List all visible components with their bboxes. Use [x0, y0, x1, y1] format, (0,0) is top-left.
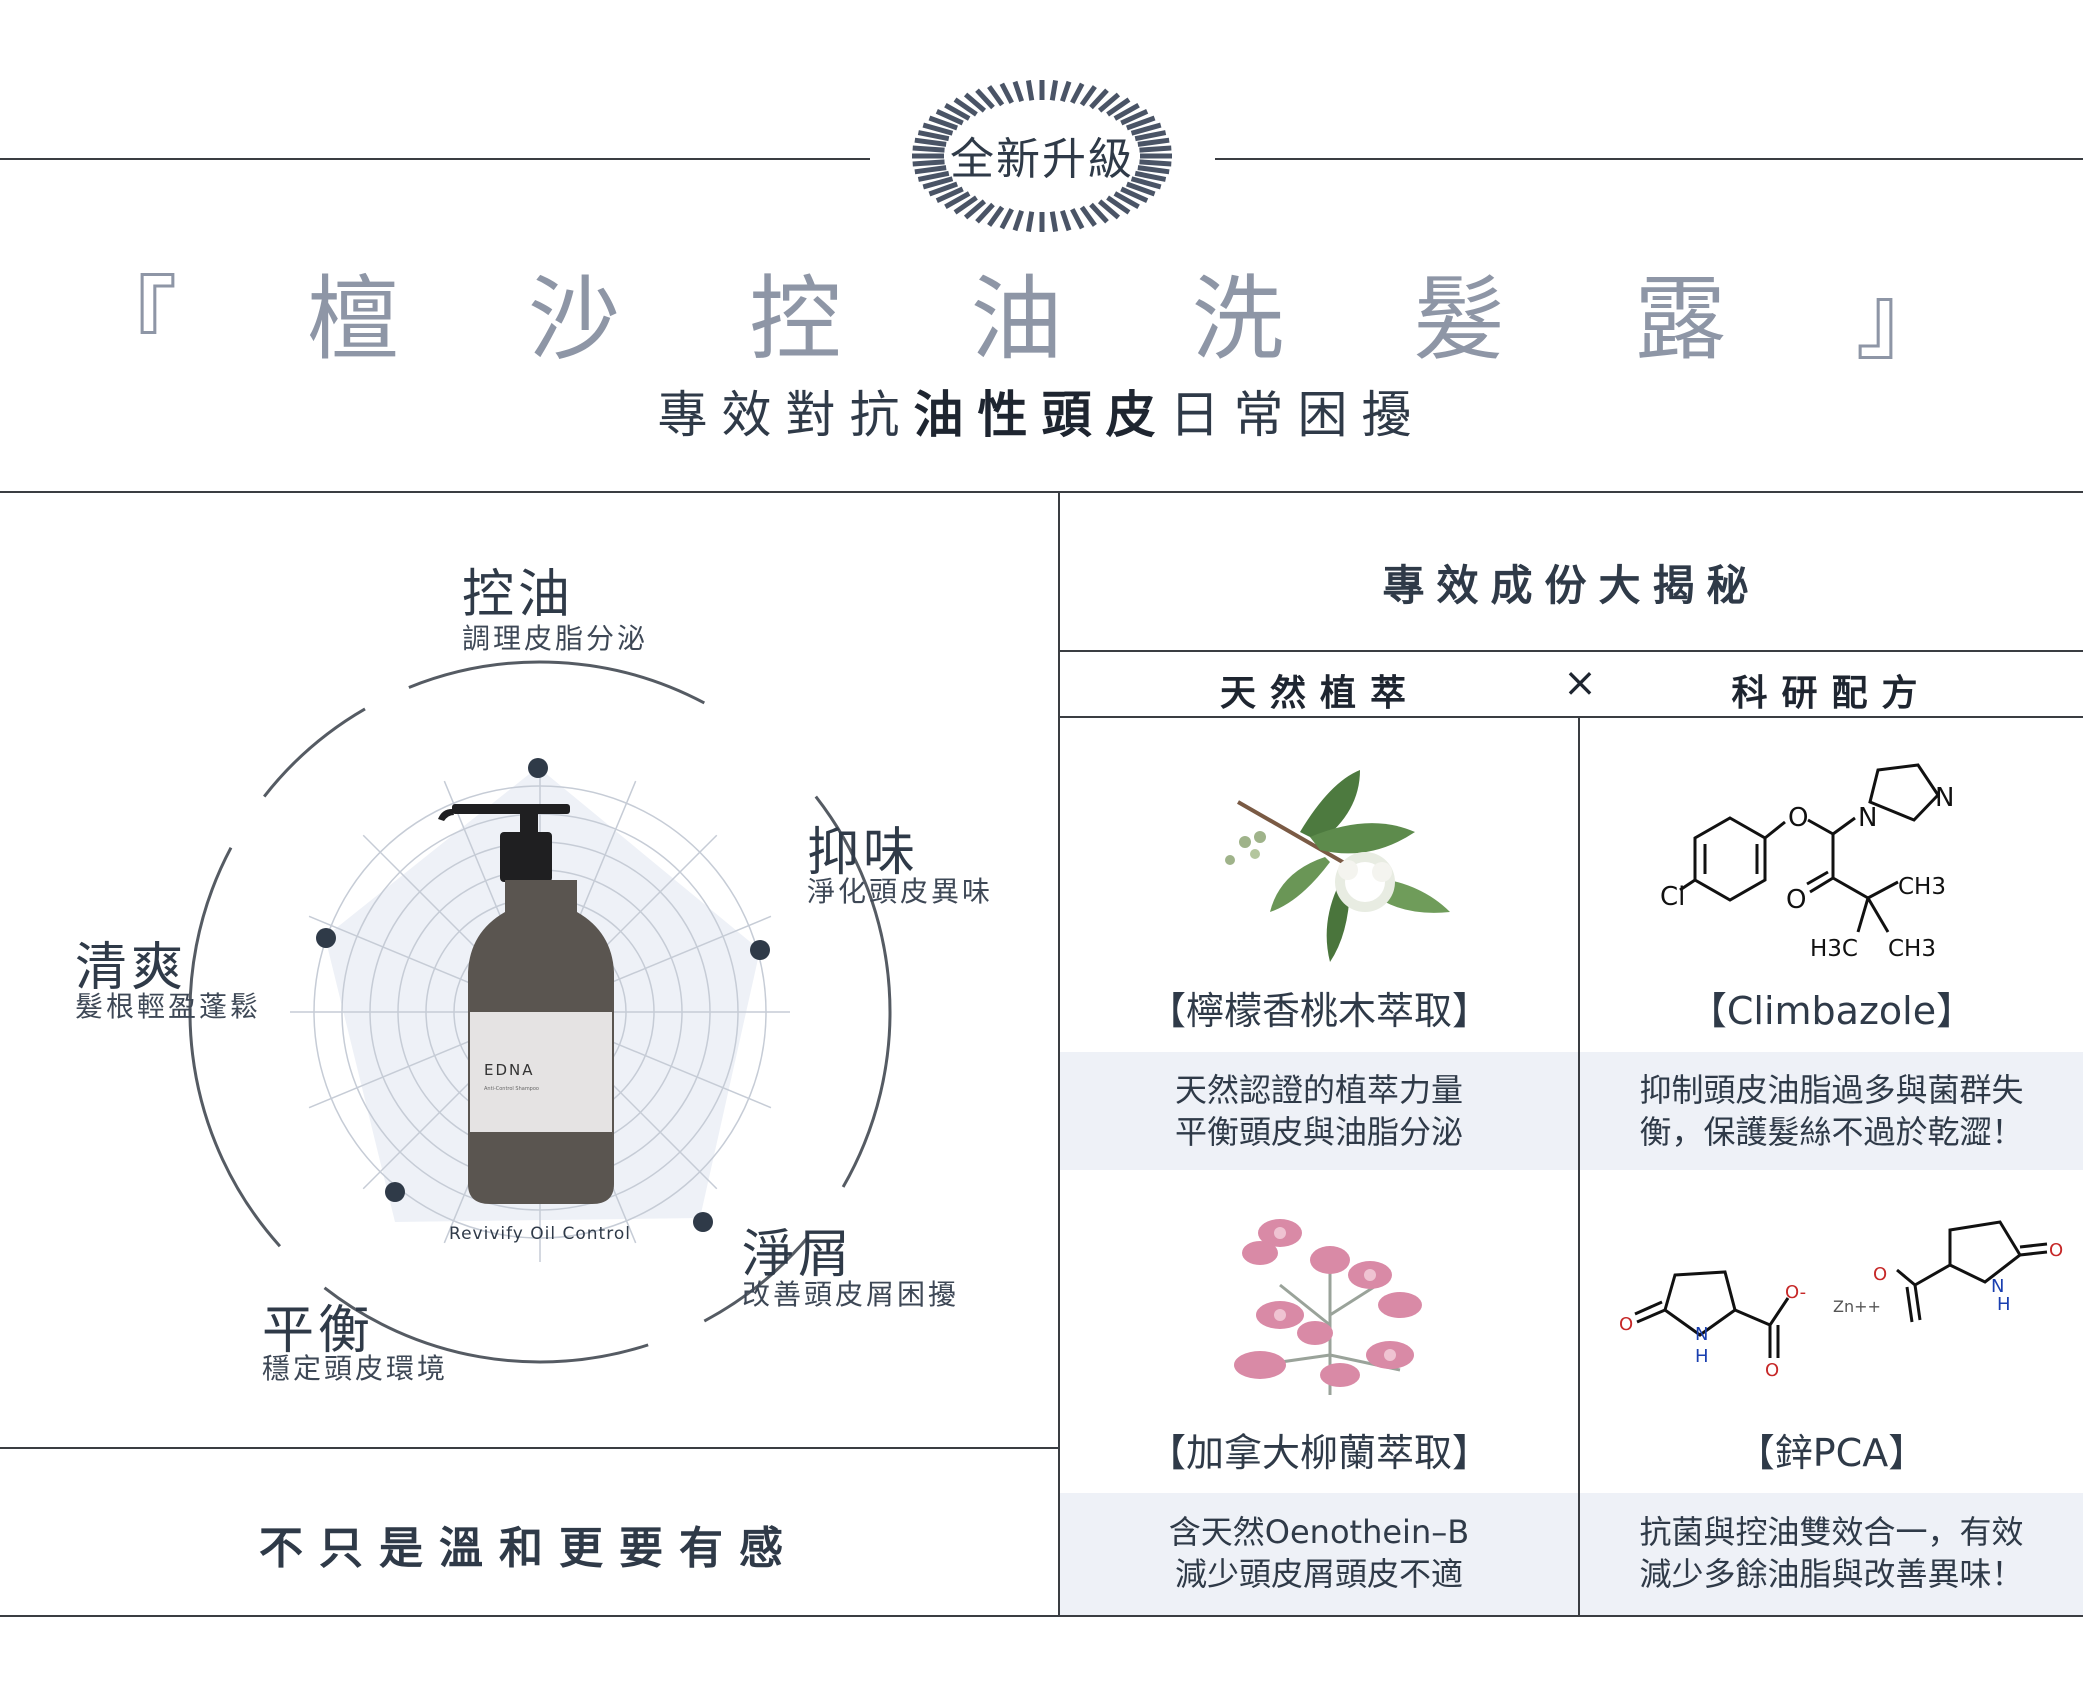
shampoo-bottle	[438, 804, 614, 1204]
ingredient-name-zinc-pca: 【鋅PCA】	[1736, 1431, 1927, 1475]
benefit-sub-deodorize: 淨化頭皮異味	[807, 875, 994, 908]
ingredients-head-bottom-rule	[1060, 716, 2083, 718]
page-subtitle: 專效對抗油性頭皮日常困擾	[657, 386, 1426, 444]
zpca-o-left: O	[1619, 1314, 1633, 1335]
benefit-sub-anti-dandruff: 改善頭皮屑困擾	[742, 1278, 960, 1311]
climbazole-h3c: H3C	[1810, 936, 1858, 962]
bottle-line: Anti-Control Shampoo	[484, 1086, 539, 1092]
benefit-sub-balance: 穩定頭皮環境	[262, 1352, 449, 1385]
ingredients-title: 專效成份大揭秘	[1382, 561, 1761, 610]
zpca-o-chain: O	[1873, 1264, 1887, 1285]
col-head-science: 科研配方	[1731, 673, 1932, 714]
zinc-pca-structure-icon: O N H O- O Zn++ O N H O	[1619, 1220, 2063, 1380]
desc-band-row1	[1060, 1052, 2083, 1170]
band-divider-2	[1578, 1493, 1580, 1615]
bottle-brand: EDNA	[484, 1061, 535, 1079]
ingredient-name-fireweed: 【加拿大柳蘭萃取】	[1147, 1431, 1490, 1475]
benefit-title-deodorize: 抑味	[807, 823, 920, 883]
lemon-myrtle-icon	[1225, 770, 1450, 962]
badge-label: 全新升級	[950, 134, 1134, 185]
climbazole-ch3a: CH3	[1898, 874, 1946, 900]
radar-dot-bottom-left	[385, 1182, 405, 1202]
ingredients-head-top-rule	[1060, 650, 2083, 652]
product-caption: Revivify Oil Control	[449, 1224, 631, 1244]
zpca-o-minus: O-	[1785, 1282, 1806, 1303]
left-bottom-rule	[0, 1447, 1058, 1449]
climbazole-o2: O	[1786, 885, 1806, 915]
ingredient-name-lemon-myrtle: 【檸檬香桃木萃取】	[1147, 989, 1490, 1033]
badge-sunburst-icon	[912, 80, 1172, 232]
benefit-sub-refresh: 髮根輕盈蓬鬆	[75, 990, 262, 1023]
benefit-title-balance: 平衡	[262, 1301, 375, 1361]
header-rule-left	[0, 158, 870, 160]
radar-dot-bottom-right	[693, 1212, 713, 1232]
col-head-natural: 天然植萃	[1219, 673, 1420, 714]
ingredient-desc-lemon-myrtle: 天然認證的植萃力量平衡頭皮與油脂分泌	[1174, 1071, 1463, 1151]
header-rule-right	[1215, 158, 2083, 160]
section-bottom-rule	[0, 1615, 2083, 1617]
climbazole-ch3b: CH3	[1888, 936, 1936, 962]
benefit-sub-oil-control: 調理皮脂分泌	[462, 622, 649, 655]
zpca-n2: N	[1991, 1276, 2004, 1297]
climbazole-cl: Cl	[1660, 882, 1685, 912]
ingredient-desc-climbazole: 抑制頭皮油脂過多與菌群失衡，保護髮絲不過於乾澀！	[1639, 1071, 2024, 1151]
climbazole-o1: O	[1788, 803, 1808, 833]
fireweed-icon	[1234, 1219, 1422, 1395]
zpca-n1: N	[1695, 1324, 1708, 1345]
climbazole-n1: N	[1858, 803, 1877, 833]
radar-chart: EDNA Anti-Control Shampoo Revivify Oil C…	[188, 660, 892, 1364]
radar-dot-left	[316, 928, 336, 948]
radar-dot-right	[750, 940, 770, 960]
page-title: 『 檀 沙 控 油 洗 髮 露 』	[85, 266, 1998, 373]
benefit-title-refresh: 清爽	[75, 938, 188, 998]
bottom-slogan: 不只是溫和更要有感	[259, 1523, 799, 1574]
zpca-o-bottom: O	[1765, 1360, 1779, 1380]
desc-band-row2	[1060, 1493, 2083, 1615]
zpca-o-top: O	[2049, 1240, 2063, 1261]
zpca-h1: H	[1695, 1346, 1709, 1367]
benefit-title-anti-dandruff: 淨屑	[742, 1225, 855, 1285]
climbazole-n2: N	[1935, 783, 1954, 813]
ingredient-name-climbazole: 【Climbazole】	[1688, 989, 1975, 1033]
radar-dot-top	[528, 758, 548, 778]
ingredient-desc-zinc-pca: 抗菌與控油雙效合一，有效減少多餘油脂與改善異味！	[1639, 1513, 2024, 1593]
band-divider-1	[1578, 1052, 1580, 1170]
section-divider	[1058, 492, 1060, 1616]
zpca-zn: Zn++	[1833, 1297, 1881, 1316]
col-head-separator: ×	[1563, 660, 1597, 706]
benefit-title-oil-control: 控油	[462, 565, 575, 625]
climbazole-structure-icon: Cl O N N O CH3 H3C CH3	[1660, 763, 1954, 962]
zpca-h2: H	[1997, 1294, 2011, 1315]
section-top-rule	[0, 491, 2083, 493]
